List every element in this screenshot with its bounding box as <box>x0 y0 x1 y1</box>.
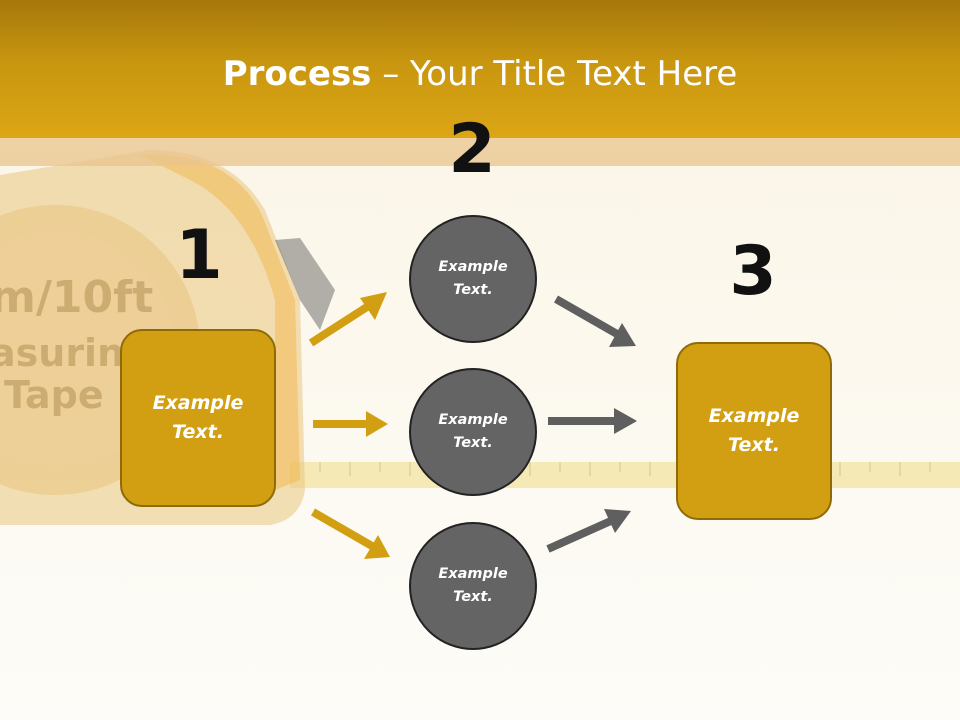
step-number-3: 3 <box>729 232 777 311</box>
slide-title: Process – Your Title Text Here <box>0 52 960 96</box>
arrow-from-circle-3 <box>546 516 615 553</box>
step-2-circle-3[interactable]: Example Text. <box>409 522 537 650</box>
step-1-box[interactable]: Example Text. <box>120 329 276 507</box>
circle-3-text: Example Text. <box>438 566 508 605</box>
step-3-box[interactable]: Example Text. <box>676 342 832 520</box>
step-2-circle-1[interactable]: Example Text. <box>409 215 537 343</box>
step-2-circle-2[interactable]: Example Text. <box>409 368 537 496</box>
arrow-head <box>609 323 636 347</box>
title-bold: Process <box>222 54 372 94</box>
step-number-2: 2 <box>448 110 496 189</box>
step-3-text: Example Text. <box>708 405 800 456</box>
arrow-head <box>364 535 390 559</box>
arrow-head <box>366 411 388 437</box>
circle-1-text: Example Text. <box>438 259 508 298</box>
title-bar <box>0 0 960 138</box>
step-1-text: Example Text. <box>152 392 244 443</box>
arrow-from-circle-1 <box>554 295 619 338</box>
gray-arrows <box>546 295 637 553</box>
arrow-to-circle-3 <box>311 508 374 550</box>
arrow-head <box>360 292 387 320</box>
gold-arrows <box>308 292 390 559</box>
arrow-to-circle-1 <box>308 301 373 347</box>
arrow-head <box>604 509 631 533</box>
title-band <box>0 138 960 166</box>
step-number-1: 1 <box>175 216 223 295</box>
photo-text-line3: Tape <box>4 373 104 417</box>
photo-text-line1: m/10ft <box>0 272 153 323</box>
arrow-head <box>614 408 637 434</box>
title-rest: – Your Title Text Here <box>371 54 738 94</box>
circle-2-text: Example Text. <box>438 412 508 451</box>
